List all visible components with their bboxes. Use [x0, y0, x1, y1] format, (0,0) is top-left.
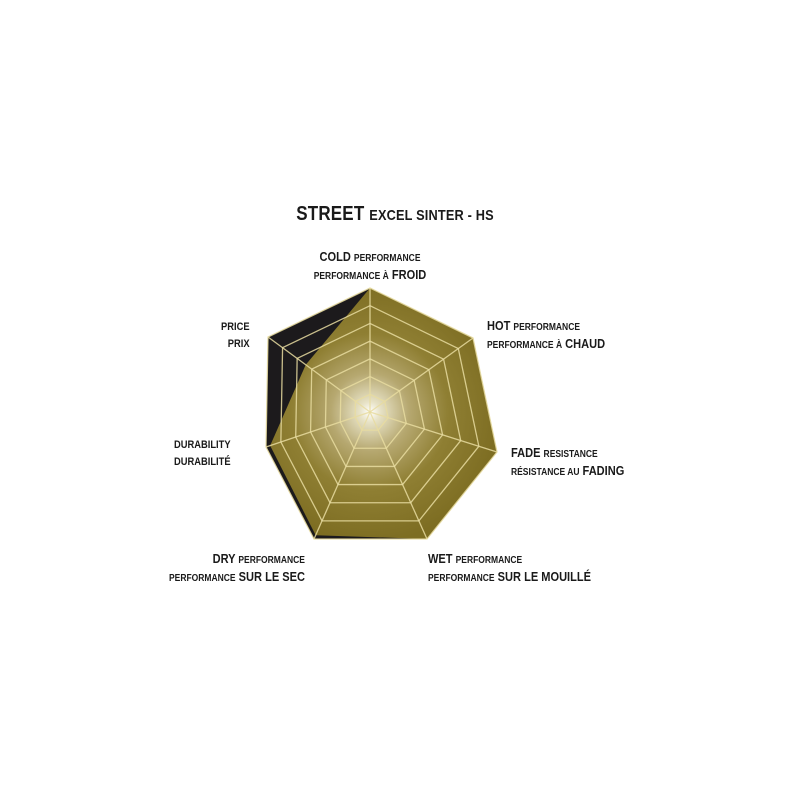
radar-grid-ring	[354, 393, 389, 431]
axis-label-hot: HOT Performance Performance à CHAUD	[487, 318, 606, 351]
axis-label-wet: WET Performance Performance SUR LE MOUIL…	[428, 551, 591, 584]
radar-grid-ring	[295, 322, 462, 504]
radar-grid-ring	[265, 287, 498, 540]
axis-label-dry: DRY Performance Performance SUR LE SEC	[169, 551, 305, 584]
radar-plot	[265, 287, 498, 540]
radar-grid-ring	[280, 304, 480, 522]
radar-axis-spoke	[369, 411, 428, 540]
chart-title-sub: Excel Sinter - HS	[369, 207, 494, 224]
radar-axis-spoke	[267, 336, 371, 413]
chart-title-main: STREET	[296, 203, 365, 225]
chart-title: STREET Excel Sinter - HS	[55, 203, 735, 226]
radar-axis-spoke	[265, 411, 371, 448]
axis-label-price: Price Prix	[221, 321, 250, 350]
radar-grid-ring	[324, 358, 426, 468]
axis-label-cold: COLD Performance Performance à FROID	[313, 249, 427, 282]
radar-grid-ring	[309, 340, 444, 486]
radar-series-area	[270, 288, 497, 539]
axis-label-fade: FADE Resistance Résistance au FADING	[511, 445, 625, 478]
axis-label-durability: Durability Durabilité	[174, 439, 231, 468]
radar-axis-spoke	[369, 411, 498, 453]
radar-axis-spoke	[369, 337, 474, 413]
radar-grid-ring	[339, 375, 407, 449]
radar-axis-spoke	[313, 411, 371, 540]
